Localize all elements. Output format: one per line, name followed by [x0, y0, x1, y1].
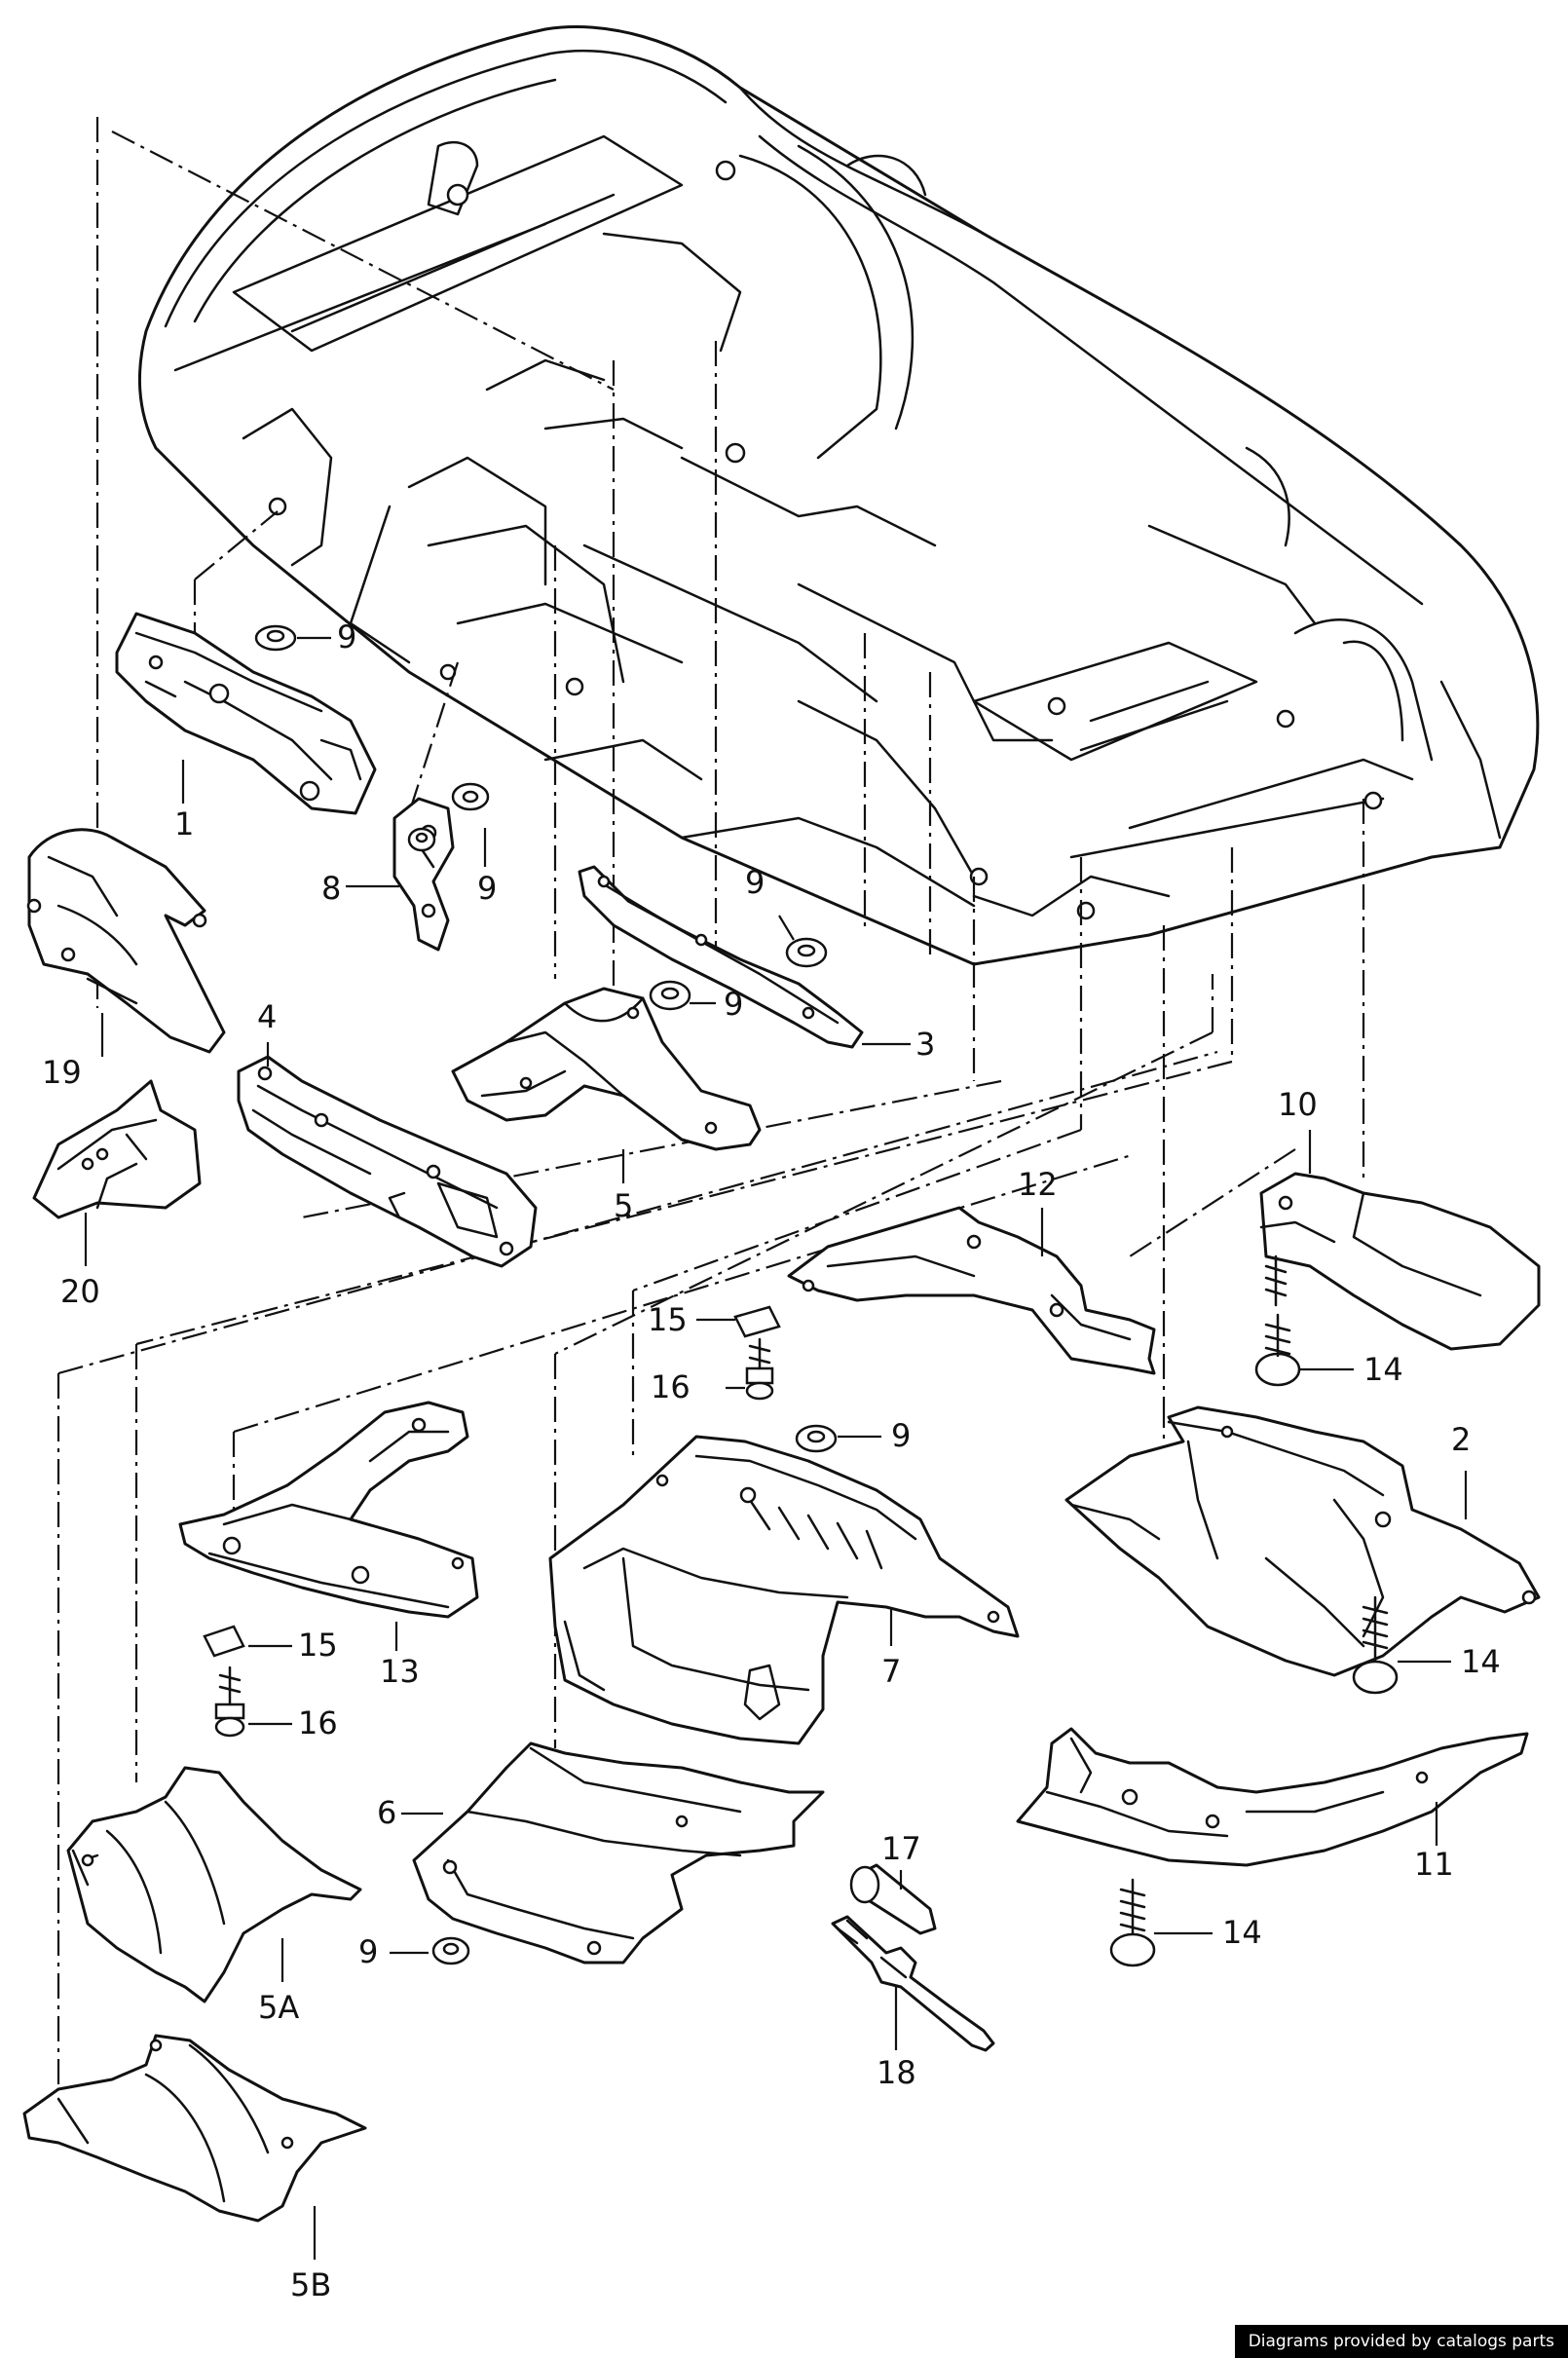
callout-9: 9 [724, 986, 744, 1023]
part-12 [787, 1206, 1156, 1375]
callout-4: 4 [257, 998, 278, 1035]
callout-7: 7 [881, 1653, 902, 1690]
part-2 [1064, 1405, 1541, 1677]
credit-banner: Diagrams provided by catalogs parts [1234, 2325, 1568, 2358]
part-1 [115, 612, 377, 815]
part-4 [237, 1055, 538, 1268]
callout-9: 9 [891, 1417, 912, 1454]
clip-and-bolt-parts [203, 1305, 781, 1738]
callout-10: 10 [1278, 1086, 1318, 1123]
part-19 [26, 828, 226, 1054]
callout-13: 13 [380, 1653, 420, 1690]
callout-15: 15 [298, 1627, 338, 1664]
callout-5a: 5A [258, 1989, 300, 2026]
part-8 [392, 797, 455, 952]
callout-20: 20 [60, 1273, 100, 1310]
callout-8: 8 [321, 870, 342, 907]
vehicle-underbody [137, 25, 1540, 966]
guide-lines [56, 117, 1365, 2084]
callout-3: 3 [915, 1026, 936, 1063]
nut-parts [254, 624, 838, 1965]
bolt-17 [849, 1863, 937, 1935]
callout-18: 18 [877, 2054, 916, 2091]
callout-14: 14 [1363, 1351, 1403, 1388]
part-7 [548, 1435, 1020, 1745]
part-6 [412, 1741, 825, 1965]
callout-16: 16 [298, 1704, 338, 1741]
part-10 [1259, 1172, 1541, 1351]
callout-15: 15 [648, 1301, 688, 1338]
part-5b [22, 2034, 367, 2223]
part-5 [451, 987, 762, 1151]
part-5a [66, 1766, 362, 2003]
callout-9: 9 [745, 864, 765, 901]
leader-lines [84, 636, 1468, 2260]
callout-14: 14 [1222, 1914, 1262, 1951]
cable-18 [831, 1915, 995, 2052]
callout-5: 5 [614, 1187, 634, 1224]
callout-19: 19 [42, 1054, 82, 1091]
part-3 [578, 865, 864, 1049]
callout-11: 11 [1414, 1846, 1454, 1883]
callout-9: 9 [358, 1933, 379, 1970]
screw-parts [1109, 1254, 1399, 1967]
part-13 [178, 1401, 479, 1619]
callout-12: 12 [1018, 1166, 1058, 1203]
callout-16: 16 [651, 1368, 691, 1405]
part-11 [1016, 1727, 1529, 1867]
callout-9: 9 [477, 870, 498, 907]
callout-14: 14 [1461, 1643, 1501, 1680]
part-20 [32, 1079, 202, 1219]
callout-2: 2 [1451, 1421, 1472, 1458]
callout-1: 1 [174, 805, 195, 842]
callout-9: 9 [337, 618, 357, 655]
callout-17: 17 [881, 1830, 921, 1867]
callout-5b: 5B [290, 2266, 332, 2303]
callout-6: 6 [377, 1794, 397, 1831]
